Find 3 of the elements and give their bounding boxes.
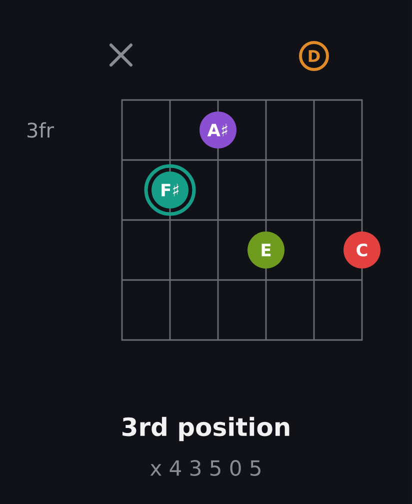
fret-number-label: 3fr [28, 122, 54, 138]
fingering-label: x 4 3 5 0 5 [150, 460, 260, 476]
chord-title: 3rd position [122, 416, 290, 442]
